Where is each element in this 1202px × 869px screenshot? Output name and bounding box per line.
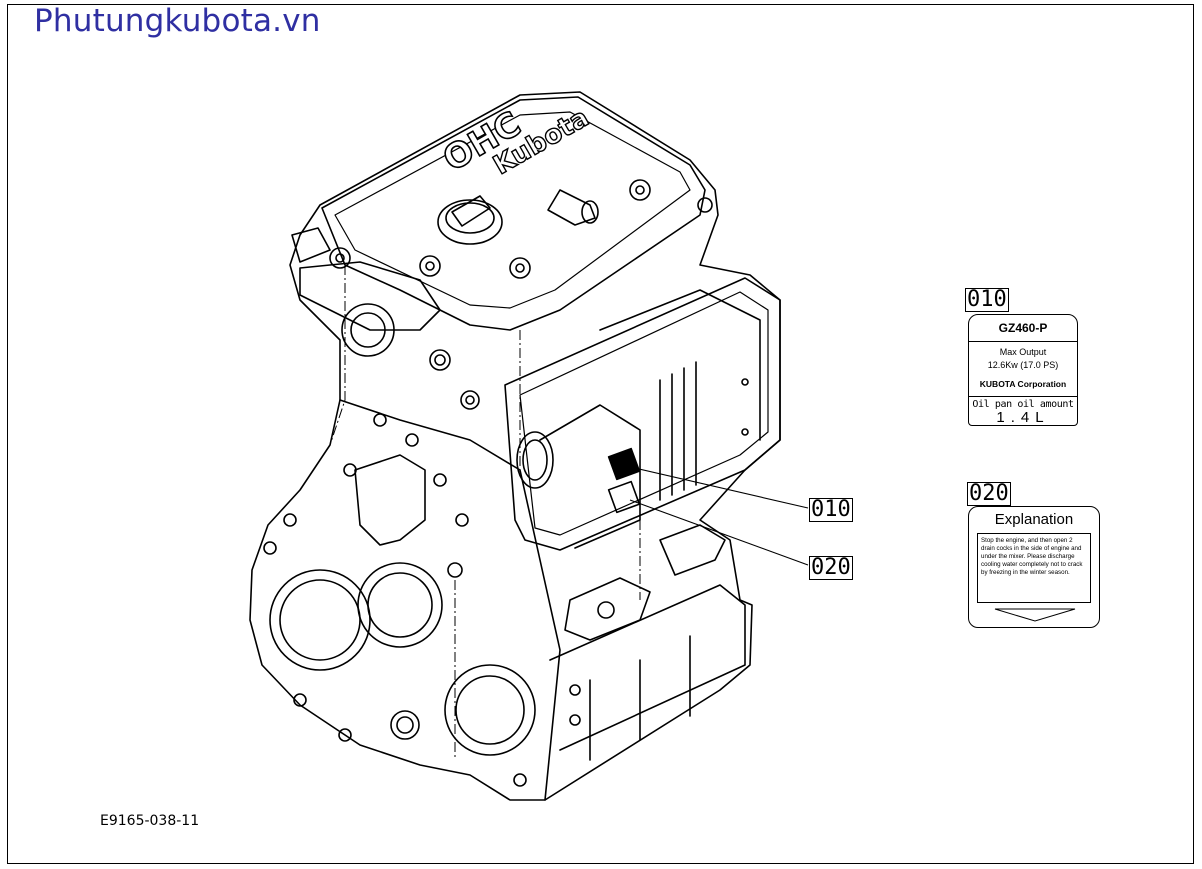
decal-divider — [969, 341, 1077, 342]
decal-010: GZ460-P Max Output 12.6Kw (17.0 PS) KUBO… — [968, 314, 1078, 426]
decal-oil-label: Oil pan oil amount — [972, 399, 1074, 410]
decal-oil-amount: 1.4L — [996, 409, 1050, 426]
decal-max-output: Max Output — [999, 347, 1047, 357]
callout-010[interactable]: 010 — [809, 497, 853, 522]
decal-explanation-body: Stop the engine, and then open 2 drain c… — [977, 533, 1091, 603]
decal-divider — [969, 396, 1077, 397]
decal-explanation-heading: Explanation — [994, 511, 1074, 528]
figure-code: E9165-038-11 — [100, 813, 200, 829]
decal-model: GZ460-P — [998, 321, 1048, 335]
site-title: Phutungkubota.vn — [34, 3, 321, 39]
air-cleaner — [504, 277, 781, 551]
decal-010-label[interactable]: 010 — [965, 287, 1009, 312]
decal-020: Explanation Stop the engine, and then op… — [968, 506, 1100, 628]
down-arrow-icon — [994, 608, 1076, 622]
engine-outline — [249, 91, 781, 801]
leader-line-020 — [629, 499, 809, 566]
drawing-frame — [7, 4, 1194, 864]
decal-corporation: KUBOTA Corporation — [979, 379, 1067, 389]
decal-power: 12.6Kw (17.0 PS) — [987, 360, 1059, 370]
callout-020[interactable]: 020 — [809, 555, 853, 580]
leader-line-010 — [625, 465, 809, 509]
valve-cover — [321, 96, 706, 331]
decal-020-label[interactable]: 020 — [967, 481, 1011, 506]
